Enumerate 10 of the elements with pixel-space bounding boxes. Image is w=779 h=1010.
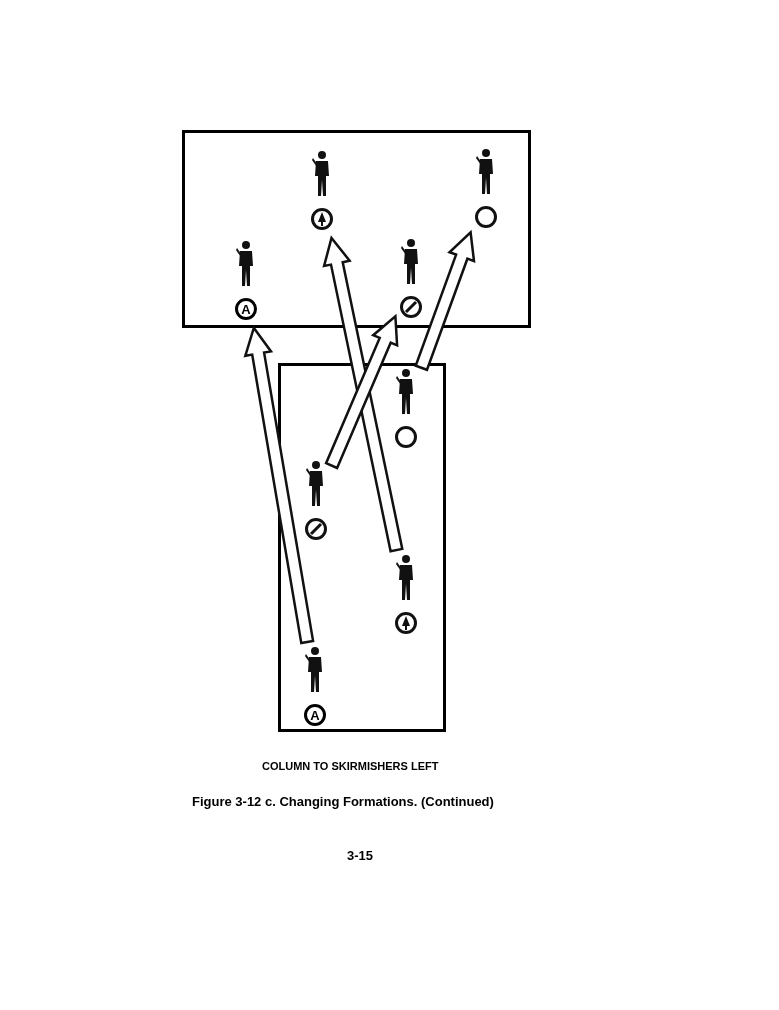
area-box (182, 130, 531, 328)
hollow-arrow (243, 325, 315, 645)
hollow-arrow (322, 235, 404, 553)
circled-letter: A (304, 704, 326, 726)
formation-title: COLUMN TO SKIRMISHERS LEFT (262, 759, 439, 774)
circled-letter: A (235, 298, 257, 320)
hollow-arrow (414, 229, 476, 372)
figure-caption: Figure 3-12 c. Changing Formations. (Continued) (192, 793, 494, 811)
page-number: 3-15 (347, 847, 374, 865)
hollow-arrow (324, 313, 399, 470)
